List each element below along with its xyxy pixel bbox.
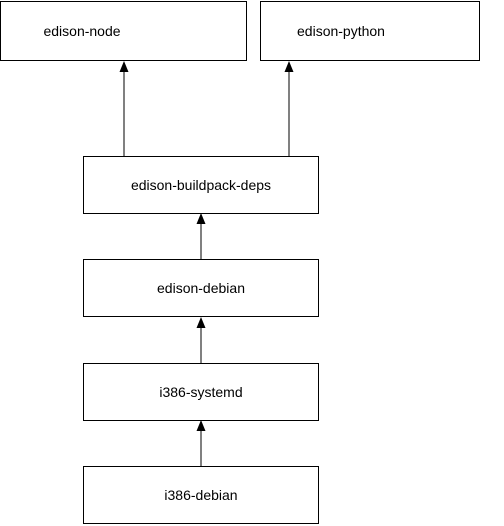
node-edison-debian: edison-debian [83,259,319,317]
node-i386-debian: i386-debian [83,466,319,524]
edge-i386-systemd-to-edison-debian [196,317,206,363]
node-label-edison-buildpack-deps: edison-buildpack-deps [131,177,271,193]
edge-edison-debian-to-edison-buildpack-deps [196,213,206,259]
edge-i386-debian-to-i386-systemd [196,420,206,466]
node-label-edison-python: edison-python [297,23,385,39]
node-edison-node: edison-node [0,1,247,61]
edge-edison-buildpack-deps-to-edison-python [284,61,294,156]
node-label-edison-node: edison-node [43,23,120,39]
node-edison-buildpack-deps: edison-buildpack-deps [83,156,319,214]
node-label-i386-debian: i386-debian [164,487,237,503]
edge-edison-buildpack-deps-to-edison-node [119,61,129,156]
node-label-i386-systemd: i386-systemd [159,384,242,400]
node-edison-python: edison-python [260,1,480,61]
node-label-edison-debian: edison-debian [157,280,245,296]
node-i386-systemd: i386-systemd [83,363,319,421]
